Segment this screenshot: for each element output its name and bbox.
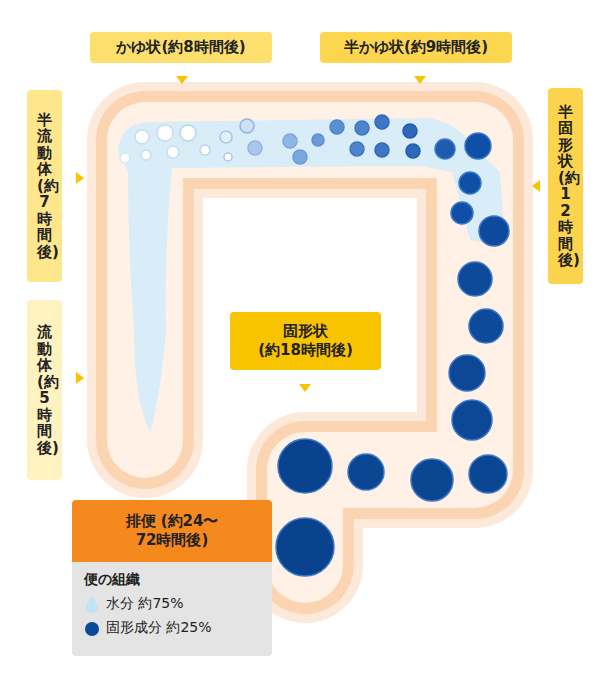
defecation-label: 排便 (約24〜72時間後): [72, 500, 272, 562]
stool-particle: [135, 130, 149, 144]
stool-particle: [459, 172, 481, 194]
stool-particle: [276, 518, 334, 576]
label-text: 半かゆ状(約9時間後): [344, 38, 488, 58]
legend-text: 固形成分 約25%: [106, 619, 212, 637]
stool-particle: [355, 121, 369, 135]
stage-label: 半固形状(約12時間後): [548, 88, 583, 284]
stool-particle: [348, 454, 384, 490]
stool-particle: [375, 143, 389, 157]
legend-item: 水分 約75%: [84, 595, 184, 613]
pointer-triangle: [176, 76, 188, 84]
stool-particle: [435, 139, 455, 159]
stool-particle: [465, 133, 491, 159]
stool-particle: [220, 131, 232, 143]
stage-label: 流動体(約5時間後): [27, 300, 62, 480]
stool-particle: [375, 115, 389, 129]
stool-particle: [469, 455, 507, 493]
stage-label: 固形状 (約18時間後): [230, 312, 381, 370]
stage-label: かゆ状(約8時間後): [90, 32, 272, 64]
pointer-triangle: [532, 180, 540, 192]
label-text: 固形状 (約18時間後): [251, 322, 361, 361]
pointer-triangle: [76, 372, 84, 384]
stool-particle: [248, 141, 262, 155]
stool-particle: [278, 439, 332, 493]
water-content: [118, 118, 505, 432]
legend-item: 固形成分 約25%: [84, 619, 212, 637]
stool-particle: [240, 119, 254, 133]
stool-particle: [200, 145, 210, 155]
stool-particle: [283, 134, 297, 148]
label-text: 排便 (約24〜72時間後): [97, 512, 247, 551]
pointer-triangle: [299, 384, 311, 392]
stage-label: 半流動体(約7時間後): [27, 90, 62, 282]
stool-particle: [293, 150, 307, 164]
stool-particle: [449, 355, 485, 391]
stool-particle: [406, 144, 420, 158]
pointer-triangle: [76, 172, 84, 184]
stool-particle: [120, 153, 130, 163]
stool-particle: [312, 134, 324, 146]
solid-circle-swatch: [85, 622, 99, 636]
stool-particle: [330, 120, 344, 134]
panel-heading: 便の組織: [84, 570, 140, 588]
label-text: 半固形状(約12時間後): [558, 104, 573, 269]
stool-particle: [458, 262, 492, 296]
label-text: かゆ状(約8時間後): [116, 38, 245, 58]
stool-particle: [224, 153, 232, 161]
stool-particle: [452, 400, 492, 440]
label-text: 半流動体(約7時間後): [37, 112, 52, 261]
legend-text: 水分 約75%: [106, 595, 184, 613]
stool-particle: [451, 202, 473, 224]
stool-particle: [141, 150, 151, 160]
stool-particle: [180, 125, 196, 141]
legend-swatch: [84, 595, 100, 613]
water-drop-swatch: [86, 596, 98, 613]
stool-particle: [167, 146, 179, 158]
stool-particle: [350, 142, 364, 156]
stool-particle: [469, 309, 503, 343]
stage-label: 半かゆ状(約9時間後): [320, 32, 512, 64]
stool-particle: [403, 124, 417, 138]
stool-particle: [479, 216, 509, 246]
legend-swatch: [84, 619, 100, 637]
stool-particle: [411, 459, 453, 501]
composition-panel: 便の組織水分 約75% 固形成分 約25%: [72, 562, 272, 656]
stool-particle: [157, 125, 173, 141]
label-text: 流動体(約5時間後): [37, 324, 52, 456]
pointer-triangle: [414, 76, 426, 84]
